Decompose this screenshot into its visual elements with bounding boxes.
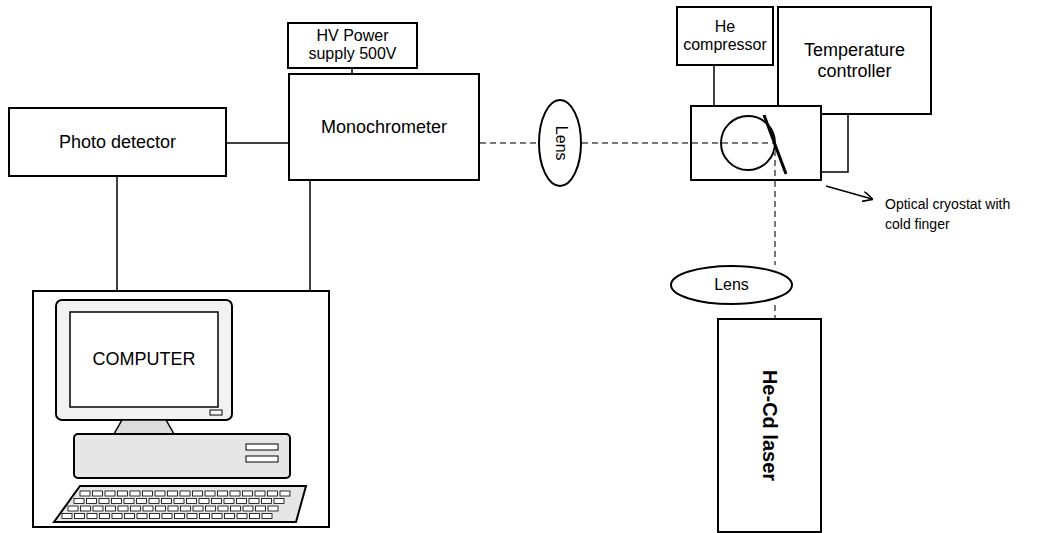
compressor-box: He compressor [676,6,774,66]
node-label: Photo detector [59,132,176,153]
light-beam [774,181,776,265]
computer-box: COMPUTER [32,290,330,528]
connector-line [822,115,848,172]
power-supply-box: HV Power supply 500V [287,22,418,69]
monochromator-box: Monochrometer [288,73,480,181]
connector-line [713,66,715,105]
node-label: He compressor [682,18,768,55]
keyboard-keys [62,491,290,519]
callout-label: Optical cryostat with cold finger [885,195,1035,234]
cryostat-box: Optical cryostat with cold finger [690,105,822,181]
node-label: He-Cd laser [758,370,781,481]
controller-box: Temperature controller [777,6,932,115]
light-beam [582,142,690,144]
detector-box: Photo detector [8,107,227,177]
computer-icon [34,292,328,526]
node-label: Monochrometer [321,117,447,138]
node-label: Lens [714,276,749,294]
connector-line [227,142,288,144]
cryostat-drawing [692,107,820,179]
node-label: COMPUTER [70,312,218,407]
light-beam [480,142,538,144]
connector-line [309,181,311,290]
lens-ellipse: Lens [538,99,582,187]
lens-ellipse: Lens [670,265,793,305]
laser-box: He-Cd laser [717,318,822,533]
node-label: HV Power supply 500V [293,27,412,64]
node-label: Lens [551,126,569,161]
node-label: Temperature controller [783,40,926,81]
light-beam [774,305,776,318]
connector-line [116,177,118,290]
leader-arrow [826,186,872,199]
